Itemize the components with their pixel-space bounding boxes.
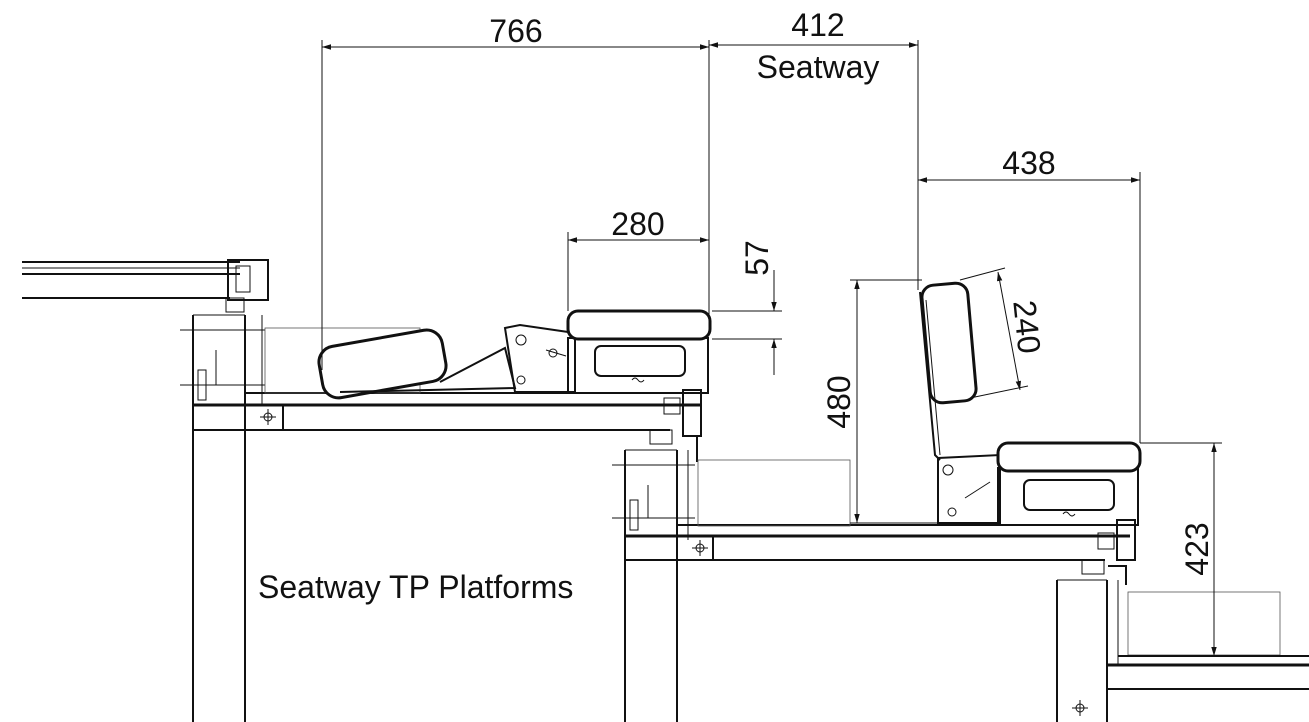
dimension-label-423: 423: [1179, 522, 1215, 575]
tier-1-structure: [180, 314, 702, 722]
drawing-caption: Seatway TP Platforms: [258, 569, 573, 605]
upper-tier-platform-edge: [22, 259, 269, 313]
dimension-label-480: 480: [821, 375, 857, 428]
dimension-seat-depth: 438: [918, 145, 1141, 443]
dimension-label-412: 412: [791, 7, 844, 43]
dimension-label-57: 57: [739, 240, 775, 276]
dimension-label-280: 280: [611, 206, 664, 242]
tier-3-structure: [1056, 579, 1309, 722]
dimension-rise-height: 423: [1140, 442, 1222, 656]
dimension-cushion-thickness: 57: [712, 240, 782, 375]
dimension-cushion-depth: 280: [567, 206, 709, 311]
dimension-seat-height: 480: [821, 279, 938, 524]
dimension-label-438: 438: [1002, 145, 1055, 181]
dimension-tier-depth: 766: [321, 13, 710, 370]
tier-1-seat-folded: [317, 309, 712, 400]
dimension-label-766: 766: [489, 13, 542, 49]
dimension-seatway: 412 Seatway: [709, 7, 919, 290]
dimension-label-240: 240: [1006, 298, 1047, 355]
seatway-label: Seatway: [757, 49, 880, 85]
tier-2-seat-deployed: [919, 281, 1142, 526]
dimension-backrest-height: 240: [959, 267, 1048, 399]
